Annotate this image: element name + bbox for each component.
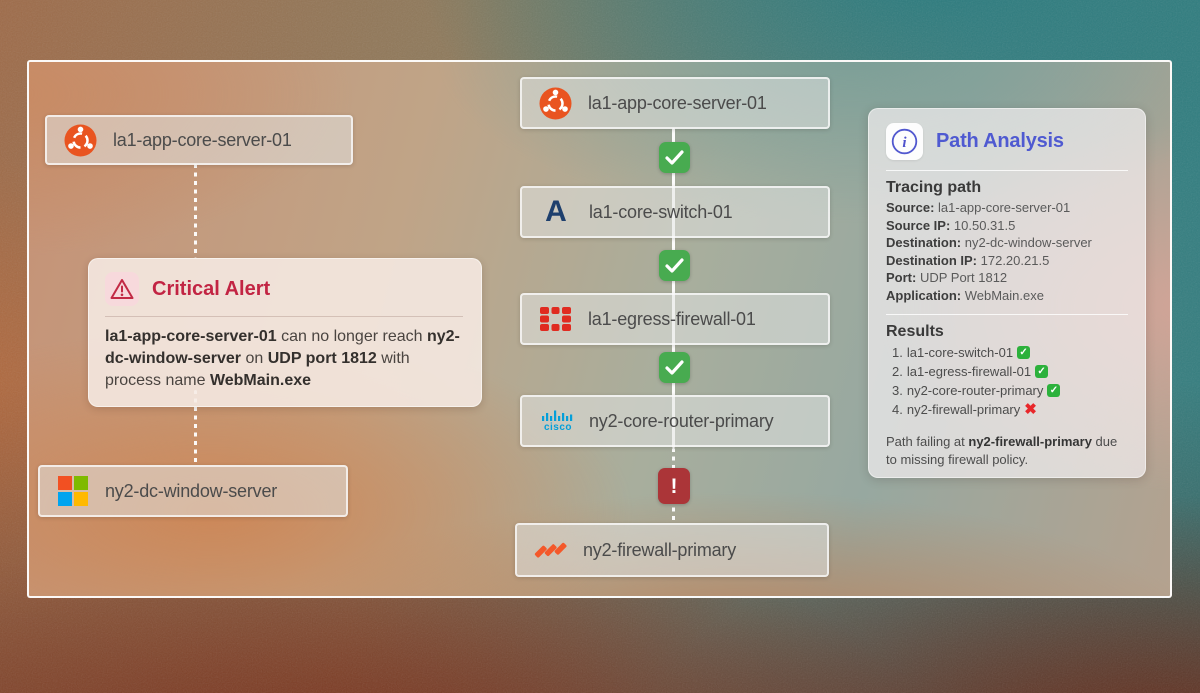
node-la1-core-switch-01[interactable]: A la1-core-switch-01	[520, 186, 830, 238]
ubuntu-icon	[539, 86, 572, 120]
panel-divider	[886, 170, 1128, 171]
info-icon: i	[886, 123, 923, 160]
node-label: la1-app-core-server-01	[113, 129, 292, 150]
arista-icon: A	[545, 195, 567, 228]
tracing-row-source: Source: la1-app-core-server-01	[886, 200, 1071, 215]
ubuntu-icon	[64, 123, 97, 157]
path-analysis-panel: i Path Analysis Tracing path Source: la1…	[868, 108, 1146, 478]
node-ny2-firewall-primary[interactable]: ny2-firewall-primary	[515, 523, 829, 577]
cisco-icon: cisco	[539, 410, 577, 433]
alert-title: Critical Alert	[152, 277, 271, 300]
result-ok-icon: ✓	[1047, 384, 1061, 397]
critical-alert-card: Critical Alert la1-app-core-server-01 ca…	[88, 258, 482, 408]
node-ny2-dc-window-server[interactable]: ny2-dc-window-server	[38, 465, 348, 517]
results-heading: Results	[886, 323, 944, 340]
results-list: 1.la1-core-switch-01✓ 2.la1-egress-firew…	[892, 343, 1128, 419]
result-item: 4.ny2-firewall-primary✖	[892, 401, 1037, 418]
node-label: la1-core-switch-01	[589, 201, 733, 222]
node-label: la1-app-core-server-01	[588, 92, 767, 113]
fortinet-icon	[539, 306, 572, 332]
result-item: 2.la1-egress-firewall-01✓	[892, 362, 1128, 381]
microsoft-icon	[57, 475, 89, 507]
result-ok-icon: ✓	[1035, 365, 1049, 378]
result-ok-icon: ✓	[1017, 346, 1031, 359]
node-la1-app-core-server-01-left[interactable]: la1-app-core-server-01	[45, 115, 353, 165]
node-label: ny2-dc-window-server	[105, 480, 278, 501]
tracing-row-source-ip: Source IP: 10.50.31.5	[886, 217, 1016, 233]
svg-text:i: i	[902, 135, 907, 151]
warning-triangle-icon	[105, 272, 139, 306]
node-label: ny2-firewall-primary	[583, 539, 737, 560]
node-ny2-core-router-primary[interactable]: cisco ny2-core-router-primary	[520, 395, 830, 447]
tracing-row-destination: Destination: ny2-dc-window-server	[886, 235, 1092, 250]
node-la1-app-core-server-01-path[interactable]: la1-app-core-server-01	[520, 77, 830, 129]
result-fail-icon: ✖	[1024, 401, 1037, 418]
tracing-row-destination-ip: Destination IP: 172.20.21.5	[886, 252, 1050, 268]
alert-body: la1-app-core-server-01 can no longer rea…	[105, 328, 460, 390]
result-item: 3.ny2-core-router-primary✓	[892, 381, 1128, 400]
panel-footer-note: Path failing at ny2-firewall-primary due…	[886, 434, 1118, 467]
hop-status-ok-icon	[659, 352, 690, 383]
tracing-row-port: Port: UDP Port 1812	[886, 270, 1008, 285]
result-item: 1.la1-core-switch-01✓	[892, 343, 1128, 362]
tracing-row-application: Application: WebMain.exe	[886, 287, 1044, 303]
alert-connector-top	[194, 164, 197, 258]
hop-status-ok-icon	[659, 142, 690, 173]
hop-status-fail-icon: !	[658, 468, 690, 504]
alert-divider	[105, 316, 463, 317]
panel-divider	[886, 314, 1128, 315]
hop-status-ok-icon	[659, 250, 690, 281]
node-la1-egress-firewall-01[interactable]: la1-egress-firewall-01	[520, 293, 830, 345]
panel-title: Path Analysis	[936, 130, 1064, 152]
paloalto-icon	[534, 536, 567, 564]
node-label: ny2-core-router-primary	[589, 410, 774, 431]
node-label: la1-egress-firewall-01	[588, 308, 756, 329]
tracing-path-heading: Tracing path	[886, 179, 982, 196]
